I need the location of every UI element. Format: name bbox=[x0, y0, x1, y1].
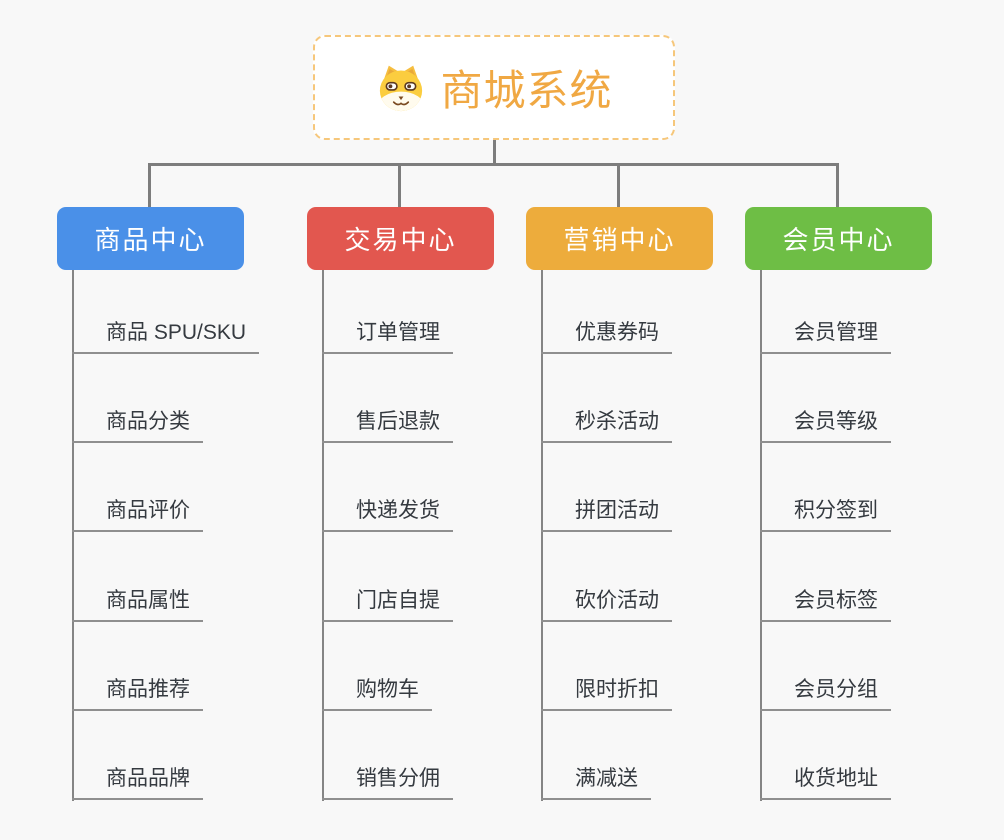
connector-drop-line bbox=[148, 164, 151, 208]
topic-node[interactable]: 会员分组 bbox=[760, 622, 891, 711]
connector-bus-line bbox=[148, 163, 839, 166]
topic-node[interactable]: 商品评价 bbox=[72, 443, 203, 533]
branch-node-product-center[interactable]: 商品中心 bbox=[57, 207, 244, 270]
branch-label: 会员中心 bbox=[782, 225, 895, 255]
root-title: 商城系统 bbox=[440, 67, 613, 114]
topic-node[interactable]: 砍价活动 bbox=[541, 532, 672, 622]
branch-items-product: 商品 SPU/SKU 商品分类 商品评价 商品属性 商品推荐 商品品牌 bbox=[72, 270, 260, 800]
topic-node[interactable]: 会员等级 bbox=[760, 354, 891, 444]
topic-node[interactable]: 会员管理 bbox=[760, 270, 891, 354]
topic-node[interactable]: 拼团活动 bbox=[541, 443, 672, 533]
root-connector-stub bbox=[493, 140, 496, 166]
connector-drop-line bbox=[398, 164, 401, 208]
branch-node-marketing-center[interactable]: 营销中心 bbox=[526, 207, 713, 270]
branch-node-member-center[interactable]: 会员中心 bbox=[745, 207, 932, 270]
topic-node[interactable]: 满减送 bbox=[541, 711, 651, 800]
topic-node[interactable]: 门店自提 bbox=[322, 532, 453, 622]
topic-node[interactable]: 商品 SPU/SKU bbox=[72, 270, 260, 354]
topic-node[interactable]: 秒杀活动 bbox=[541, 354, 672, 444]
branch-spine-line bbox=[541, 270, 543, 801]
topic-node[interactable]: 积分签到 bbox=[760, 443, 891, 533]
branch-items-member: 会员管理 会员等级 积分签到 会员标签 会员分组 收货地址 bbox=[760, 270, 891, 800]
connector-drop-line bbox=[617, 164, 620, 208]
topic-node[interactable]: 商品品牌 bbox=[72, 711, 203, 800]
branch-label: 商品中心 bbox=[94, 225, 207, 255]
branch-label: 营销中心 bbox=[563, 225, 676, 255]
branch-node-trade-center[interactable]: 交易中心 bbox=[307, 207, 494, 270]
connector-drop-line bbox=[836, 164, 839, 208]
branch-spine-line bbox=[760, 270, 762, 801]
topic-node[interactable]: 商品推荐 bbox=[72, 622, 203, 711]
topic-node[interactable]: 订单管理 bbox=[322, 270, 453, 354]
topic-node[interactable]: 销售分佣 bbox=[322, 711, 453, 800]
topic-node[interactable]: 会员标签 bbox=[760, 532, 891, 622]
topic-node[interactable]: 优惠券码 bbox=[541, 270, 672, 354]
topic-node[interactable]: 购物车 bbox=[322, 622, 432, 711]
root-node[interactable]: 商城系统 bbox=[313, 35, 675, 140]
topic-node[interactable]: 快递发货 bbox=[322, 443, 453, 533]
branch-items-trade: 订单管理 售后退款 快递发货 门店自提 购物车 销售分佣 bbox=[322, 270, 453, 800]
branch-items-marketing: 优惠券码 秒杀活动 拼团活动 砍价活动 限时折扣 满减送 bbox=[541, 270, 672, 800]
topic-node[interactable]: 商品分类 bbox=[72, 354, 203, 444]
topic-node[interactable]: 限时折扣 bbox=[541, 622, 672, 711]
topic-node[interactable]: 售后退款 bbox=[322, 354, 453, 444]
topic-node[interactable]: 商品属性 bbox=[72, 532, 203, 622]
topic-node[interactable]: 收货地址 bbox=[760, 711, 891, 800]
branch-spine-line bbox=[72, 270, 74, 801]
branch-label: 交易中心 bbox=[344, 225, 457, 255]
branch-spine-line bbox=[322, 270, 324, 801]
dog-face-icon bbox=[380, 65, 423, 112]
